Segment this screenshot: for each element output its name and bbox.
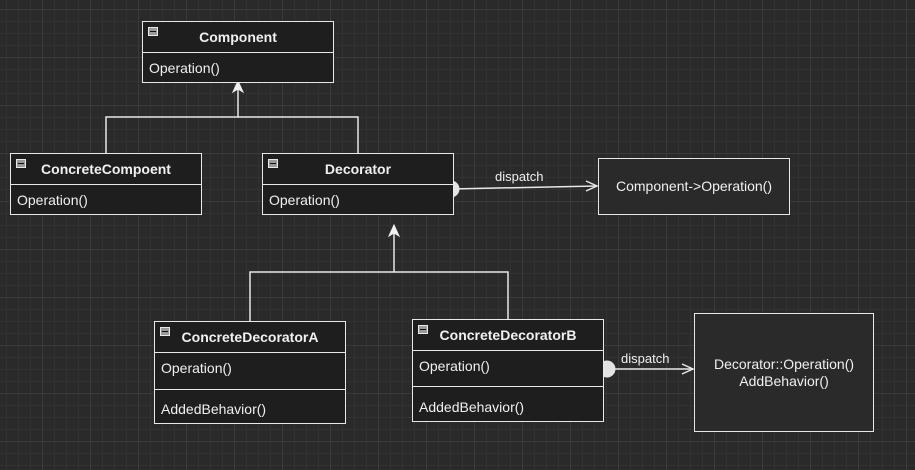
note-decorator-operation[interactable]: Component->Operation() [598,158,790,215]
generalization-edge-decorator-a [249,226,395,321]
operation-row: Operation() [161,360,232,376]
class-decorator[interactable]: Decorator Operation() [262,153,454,215]
collapse-icon[interactable] [418,325,428,334]
generalization-arrowhead-decorator [387,223,401,238]
note-line: Decorator::Operation() [713,355,855,372]
operation-row: Operation() [419,358,490,374]
behavior-row: AddedBehavior() [413,386,603,421]
class-name: Decorator [324,161,392,177]
generalization-edge-concretecomponent [105,82,239,153]
dispatch-arrowhead-decorator-b [681,363,695,375]
collapse-icon[interactable] [268,159,278,168]
behavior-row: AddedBehavior() [155,389,345,423]
generalization-edge-decorator [238,116,359,153]
collapse-icon[interactable] [148,27,158,36]
class-component[interactable]: Component Operation() [142,21,334,83]
class-concrete-component[interactable]: ConcreteCompoent Operation() [10,153,202,215]
generalization-edge-decorator-b [394,271,509,319]
class-name: ConcreteDecoratorA [181,329,319,345]
class-name: Component [199,29,277,45]
note-line: Component->Operation() [615,178,773,194]
edge-label-dispatch: dispatch [495,169,544,184]
class-name: ConcreteCompoent [41,161,171,177]
collapse-icon[interactable] [160,327,170,336]
note-decorator-b-operation[interactable]: Decorator::Operation() AddBehavior() [694,313,874,432]
dispatch-arrowhead-decorator [585,180,599,192]
operation-row: Operation() [17,192,88,208]
class-concrete-decorator-b[interactable]: ConcreteDecoratorB Operation() AddedBeha… [412,319,604,422]
note-line: AddBehavior() [739,372,829,389]
class-header: ConcreteDecoratorB [413,320,603,351]
class-header: ConcreteDecoratorA [155,322,345,353]
generalization-arrowhead-component [231,79,245,94]
dispatch-edge-decorator [450,185,598,190]
operation-row: Operation() [149,60,220,76]
operation-row: Operation() [269,192,340,208]
class-header: Component [143,22,333,53]
class-name: ConcreteDecoratorB [439,327,577,343]
collapse-icon[interactable] [16,159,26,168]
edge-label-dispatch: dispatch [621,351,670,366]
class-header: Decorator [263,154,453,185]
class-concrete-decorator-a[interactable]: ConcreteDecoratorA Operation() AddedBeha… [154,321,346,424]
class-header: ConcreteCompoent [11,154,201,185]
